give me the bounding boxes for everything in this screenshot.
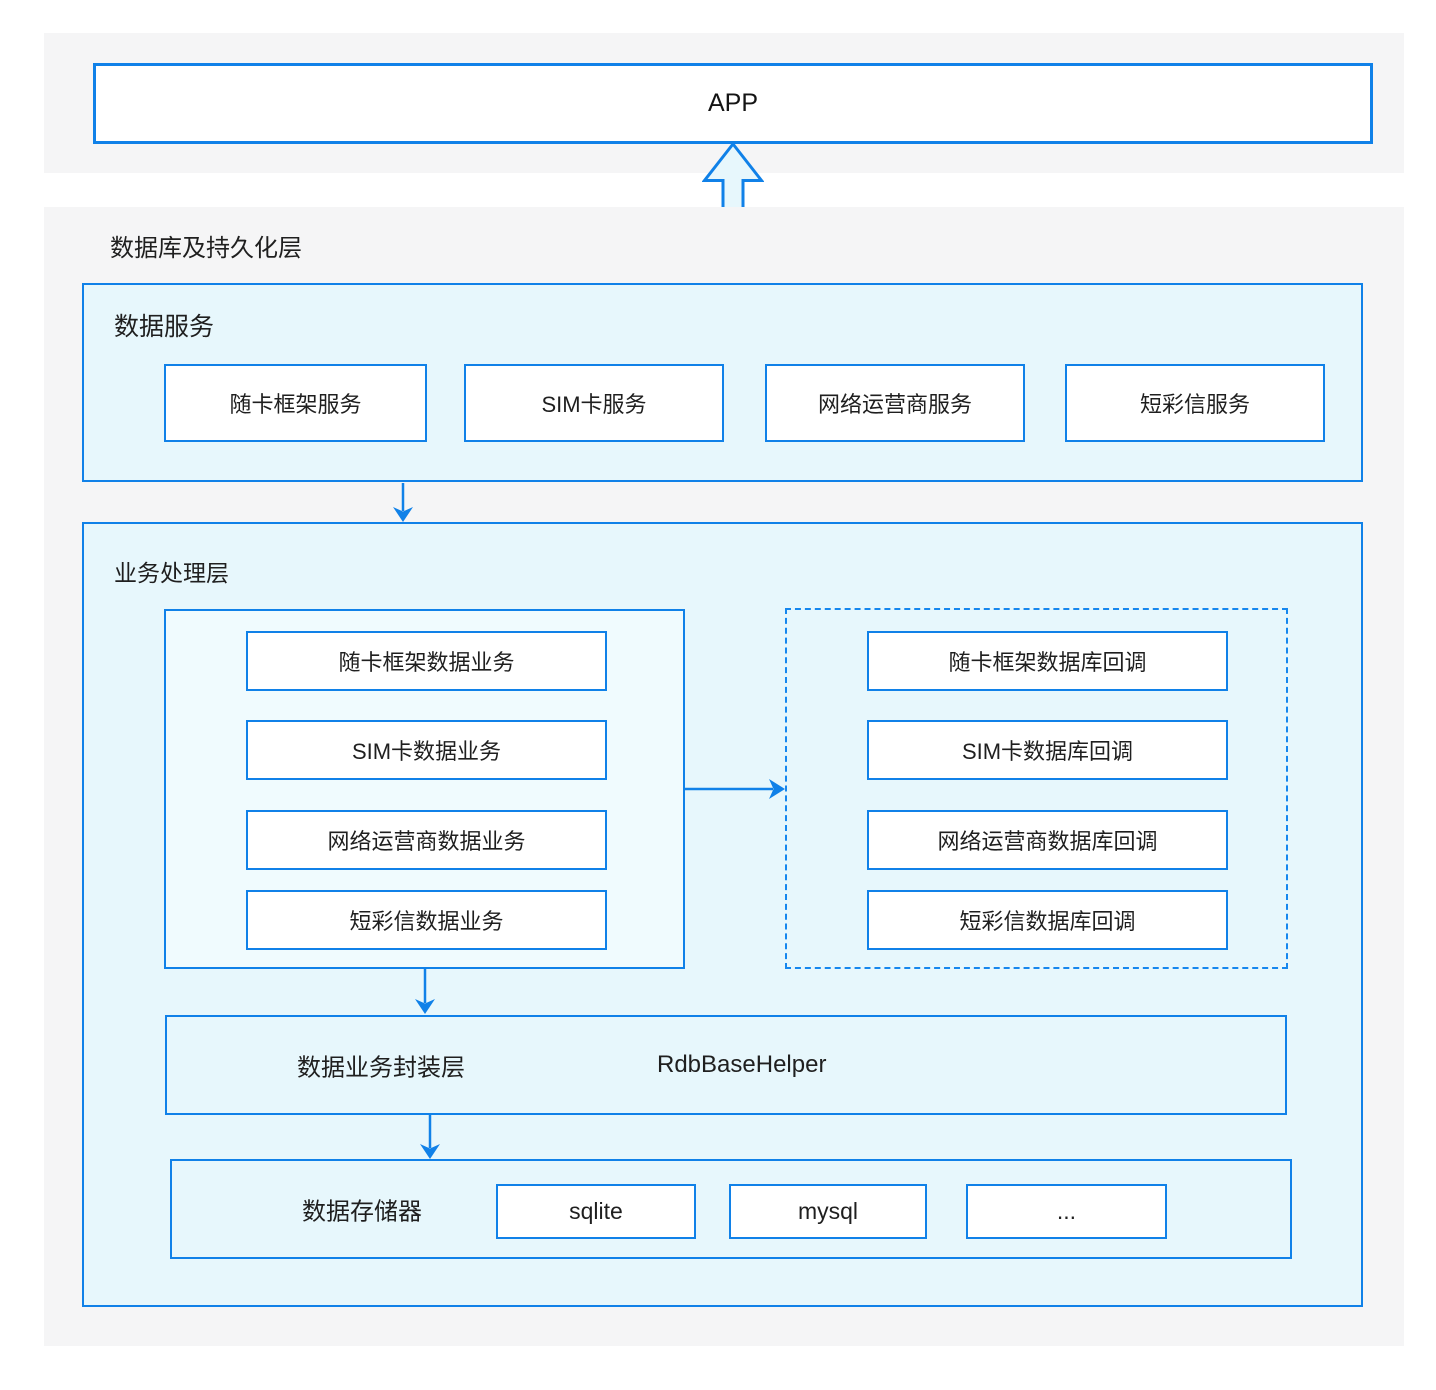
- down-arrow-icon: [414, 969, 436, 1014]
- service-box: 网络运营商服务: [765, 364, 1025, 442]
- data-business-box: 网络运营商数据业务: [246, 810, 607, 870]
- right-arrow-icon: [685, 778, 785, 800]
- business-layer-title: 业务处理层: [114, 560, 229, 586]
- storage-layer-label: 数据存储器: [302, 1198, 422, 1226]
- app-box: APP: [93, 63, 1373, 144]
- data-service-title: 数据服务: [114, 313, 215, 341]
- db-callback-box: 网络运营商数据库回调: [867, 810, 1228, 870]
- storage-engine-box: sqlite: [496, 1184, 696, 1239]
- storage-engine-box: mysql: [729, 1184, 927, 1239]
- storage-engine-box: ...: [966, 1184, 1167, 1239]
- data-business-box: SIM卡数据业务: [246, 720, 607, 780]
- persistence-layer-title: 数据库及持久化层: [110, 235, 302, 262]
- down-arrow-icon: [419, 1115, 441, 1159]
- business-layer-panel: 业务处理层 随卡框架数据业务 SIM卡数据业务 网络运营商数据业务 短彩信数据业…: [82, 522, 1363, 1307]
- service-box: 短彩信服务: [1065, 364, 1325, 442]
- data-business-box: 短彩信数据业务: [246, 890, 607, 950]
- service-box: SIM卡服务: [464, 364, 724, 442]
- down-arrow-icon: [392, 483, 414, 522]
- db-callback-box: 随卡框架数据库回调: [867, 631, 1228, 691]
- service-box: 随卡框架服务: [164, 364, 427, 442]
- storage-layer-box: 数据存储器 sqlite mysql ...: [170, 1159, 1292, 1259]
- db-callback-group: 随卡框架数据库回调 SIM卡数据库回调 网络运营商数据库回调 短彩信数据库回调: [785, 608, 1288, 969]
- db-callback-box: 短彩信数据库回调: [867, 890, 1228, 950]
- db-callback-box: SIM卡数据库回调: [867, 720, 1228, 780]
- rdb-base-helper-label: RdbBaseHelper: [657, 1051, 827, 1078]
- wrapper-layer-label: 数据业务封装层: [297, 1054, 465, 1082]
- data-business-group: 随卡框架数据业务 SIM卡数据业务 网络运营商数据业务 短彩信数据业务: [164, 609, 685, 969]
- data-service-panel: 数据服务 随卡框架服务 SIM卡服务 网络运营商服务 短彩信服务: [82, 283, 1363, 482]
- wrapper-layer-box: 数据业务封装层 RdbBaseHelper: [165, 1015, 1287, 1115]
- data-business-box: 随卡框架数据业务: [246, 631, 607, 691]
- app-label: APP: [707, 89, 759, 117]
